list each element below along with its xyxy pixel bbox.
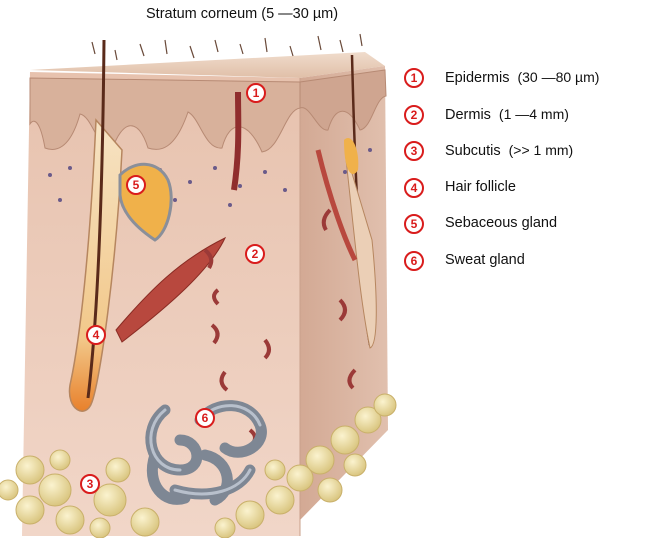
legend-item-sweat-gland: 6 Sweat gland (404, 251, 644, 288)
badge-1: 1 (253, 86, 260, 100)
badge-3: 3 (87, 477, 94, 491)
legend-badge: 3 (404, 141, 424, 161)
legend-label: Epidermis(30 —80 µm) (445, 69, 599, 86)
legend-label: Subcutis(>> 1 mm) (445, 142, 573, 159)
legend-item-hair-follicle: 4 Hair follicle (404, 178, 644, 215)
legend-item-sebaceous-gland: 5 Sebaceous gland (404, 214, 644, 251)
legend-label: Hair follicle (445, 179, 516, 195)
legend-item-subcutis: 3 Subcutis(>> 1 mm) (404, 141, 644, 178)
legend-badge: 6 (404, 251, 424, 271)
legend-badge: 1 (404, 68, 424, 88)
legend-label: Sebaceous gland (445, 215, 557, 231)
legend-item-dermis: 2 Dermis(1 —4 mm) (404, 105, 644, 142)
badge-4: 4 (93, 328, 100, 342)
legend-badge: 2 (404, 105, 424, 125)
legend-label: Sweat gland (445, 252, 525, 268)
legend: 1 Epidermis(30 —80 µm) 2 Dermis(1 —4 mm)… (404, 68, 644, 287)
legend-badge: 5 (404, 214, 424, 234)
badge-2: 2 (252, 247, 259, 261)
stratum-corneum-label: Stratum corneum (5 —30 µm) (146, 6, 338, 22)
legend-item-epidermis: 1 Epidermis(30 —80 µm) (404, 68, 644, 105)
legend-badge: 4 (404, 178, 424, 198)
badge-5: 5 (133, 178, 140, 192)
legend-label: Dermis(1 —4 mm) (445, 106, 569, 123)
badge-6: 6 (202, 411, 209, 425)
